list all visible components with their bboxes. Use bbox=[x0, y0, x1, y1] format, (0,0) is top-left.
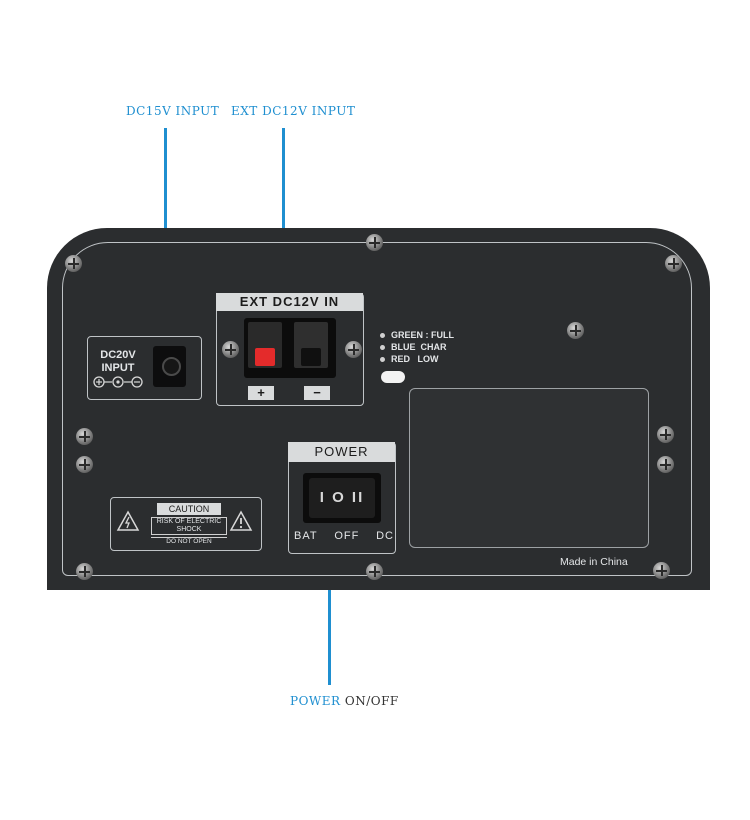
caution-heading: CAUTION bbox=[157, 503, 221, 515]
minus-sign: − bbox=[304, 386, 330, 400]
led-dot-icon bbox=[380, 332, 385, 338]
ext-dc12v-input-callout: EXT DC12V INPUT bbox=[231, 104, 356, 118]
dc20v-input-label: DC20V INPUT bbox=[100, 349, 136, 374]
power-callout-prefix: POWER bbox=[290, 694, 341, 708]
made-in-label: Made in China bbox=[560, 556, 628, 568]
screw-icon bbox=[65, 255, 82, 272]
screw-icon bbox=[653, 562, 670, 579]
screw-icon bbox=[366, 563, 383, 580]
ext-dc12v-leader-line bbox=[282, 128, 285, 303]
caution-do-not-open: DO NOT OPEN bbox=[151, 537, 227, 545]
led-dot-icon bbox=[380, 356, 385, 362]
screw-icon bbox=[657, 426, 674, 443]
screw-icon bbox=[657, 456, 674, 473]
power-mode-labels: BAT OFF DC bbox=[294, 530, 394, 542]
plus-sign: + bbox=[248, 386, 274, 400]
dc15v-input-callout: DC15V INPUT bbox=[126, 104, 220, 118]
warning-exclamation-icon bbox=[229, 510, 253, 531]
screw-icon bbox=[76, 456, 93, 473]
screw-icon bbox=[76, 428, 93, 445]
blank-cover-plate bbox=[409, 388, 649, 548]
dc20v-input-box bbox=[87, 336, 202, 400]
caution-risk-text: RISK OF ELECTRIC SHOCK bbox=[151, 517, 227, 535]
caution-label-box bbox=[110, 497, 262, 551]
screw-icon bbox=[345, 341, 362, 358]
mode-bat: BAT bbox=[294, 530, 318, 542]
led-dot-icon bbox=[380, 344, 385, 350]
power-switch-title: POWER bbox=[288, 442, 395, 462]
status-led-indicator bbox=[381, 371, 405, 383]
screw-icon bbox=[76, 563, 93, 580]
negative-terminal-clip[interactable] bbox=[294, 322, 328, 368]
screw-icon bbox=[222, 341, 239, 358]
mode-dc: DC bbox=[376, 530, 394, 542]
ext-dc12v-title: EXT DC12V IN bbox=[216, 293, 363, 311]
led-legend-green: GREEN : FULL bbox=[391, 330, 454, 340]
led-legend-red: RED LOW bbox=[391, 354, 439, 364]
power-callout-suffix: ON/OFF bbox=[344, 694, 399, 708]
power-leader-line bbox=[328, 505, 331, 685]
warning-triangle-icon bbox=[116, 510, 140, 531]
positive-terminal-clip[interactable] bbox=[248, 322, 282, 368]
screw-icon bbox=[366, 234, 383, 251]
screw-icon bbox=[567, 322, 584, 339]
led-legend-blue: BLUE CHAR bbox=[391, 342, 447, 352]
polarity-symbol-icon bbox=[93, 376, 143, 388]
led-status-legend: GREEN : FULL BLUE CHAR RED LOW bbox=[380, 329, 454, 365]
mode-off: OFF bbox=[334, 530, 360, 542]
dc-power-jack[interactable] bbox=[153, 346, 186, 387]
power-on-off-callout: POWER ON/OFF bbox=[290, 694, 399, 708]
screw-icon bbox=[665, 255, 682, 272]
rocker-switch-face[interactable]: I O II bbox=[309, 478, 375, 518]
